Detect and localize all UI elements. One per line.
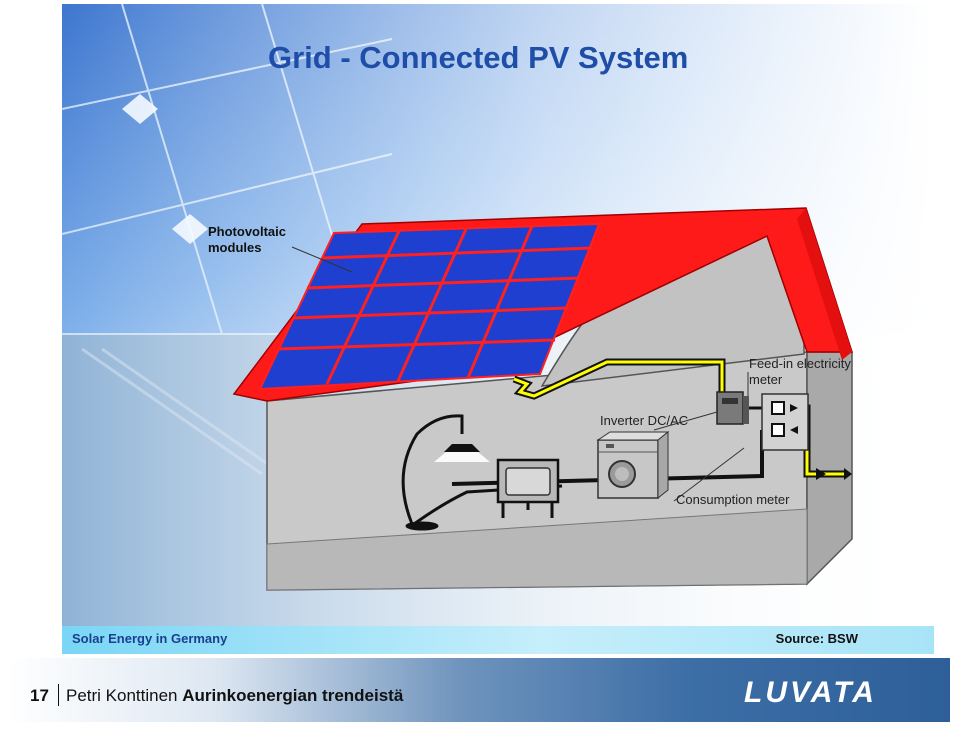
meter-cabinet [761, 393, 809, 451]
source-banner: Solar Energy in Germany Source: BSW [62, 626, 934, 654]
label-pointers [291, 246, 749, 502]
television [496, 458, 560, 518]
banner-source: Source: BSW [775, 631, 858, 646]
footer-topic: Aurinkoenergian trendeistä [182, 686, 404, 705]
footer-author: Petri Konttinen [66, 686, 178, 705]
page-number: 17 [30, 686, 49, 705]
label-photovoltaic-modules: Photovoltaic modules [208, 224, 287, 255]
inverter-box [716, 391, 749, 425]
luvata-logo-wordmark: LUVATA [744, 677, 877, 705]
dc-cable [512, 358, 726, 400]
slide-title: Grid - Connected PV System [268, 40, 689, 75]
slide-area: Grid - Connected PV System Photovoltaic … [62, 4, 934, 626]
grid-connection-arrow [816, 468, 852, 480]
floor-lamp [401, 414, 563, 531]
washing-machine [596, 430, 670, 500]
pv-system-diagram [62, 4, 934, 626]
label-inverter: Inverter DC/AC [600, 413, 689, 428]
banner-caption: Solar Energy in Germany [72, 631, 228, 646]
footer-divider [58, 684, 59, 706]
label-consumption-meter: Consumption meter [676, 492, 790, 507]
footer-text: Petri Konttinen Aurinkoenergian trendeis… [66, 686, 403, 706]
solar-panel-array [258, 222, 601, 391]
luvata-logo: LUVATA [744, 677, 877, 705]
presentation-footer: 17 Petri Konttinen Aurinkoenergian trend… [8, 658, 950, 722]
label-feed-in-meter: Feed-in electricity meter [749, 356, 851, 387]
